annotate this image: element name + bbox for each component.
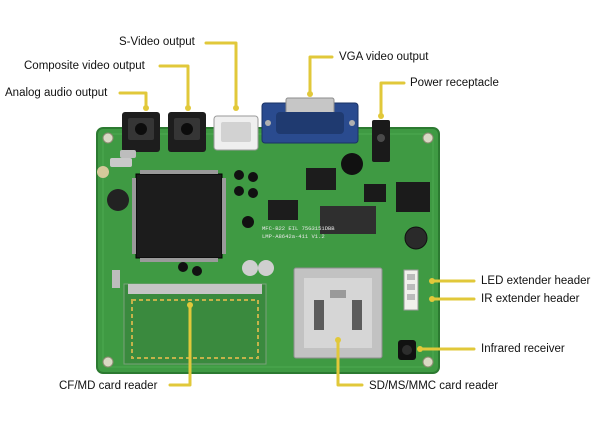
label-led-header: LED extender header (481, 275, 591, 287)
power-receptacle (372, 120, 390, 162)
silkscreen-text: MFC-B22 EIL 75G3151DBB LMP-A8642a-411 V1… (262, 225, 335, 240)
label-svideo-output: S-Video output (119, 36, 195, 48)
label-power-receptacle: Power receptacle (410, 77, 499, 89)
leader-dots (143, 91, 435, 352)
composite-jack (168, 112, 206, 152)
label-vga-output: VGA video output (339, 51, 429, 63)
sd-card-reader (293, 267, 383, 359)
vga-connector (261, 97, 359, 144)
label-cf-reader: CF/MD card reader (59, 380, 158, 392)
model-line-1: MFC-B22 EIL 75G3151DBB (262, 225, 335, 232)
model-line-2: LMP-A8642a-411 V1.2 (262, 233, 325, 240)
leader-lines (118, 41, 476, 387)
led-ir-headers (403, 269, 419, 311)
label-sd-reader: SD/MS/MMC card reader (369, 380, 499, 392)
analog-audio-jack (122, 112, 160, 152)
label-composite-output: Composite video output (24, 60, 145, 72)
label-analog-audio: Analog audio output (5, 87, 108, 99)
label-ir-header: IR extender header (481, 293, 580, 305)
cf-card-reader (123, 283, 267, 365)
label-infrared-receiver: Infrared receiver (481, 343, 565, 355)
main-processor-chip (132, 170, 226, 262)
small-components (97, 150, 430, 288)
svideo-connector (213, 115, 259, 151)
infrared-receiver (398, 340, 416, 360)
